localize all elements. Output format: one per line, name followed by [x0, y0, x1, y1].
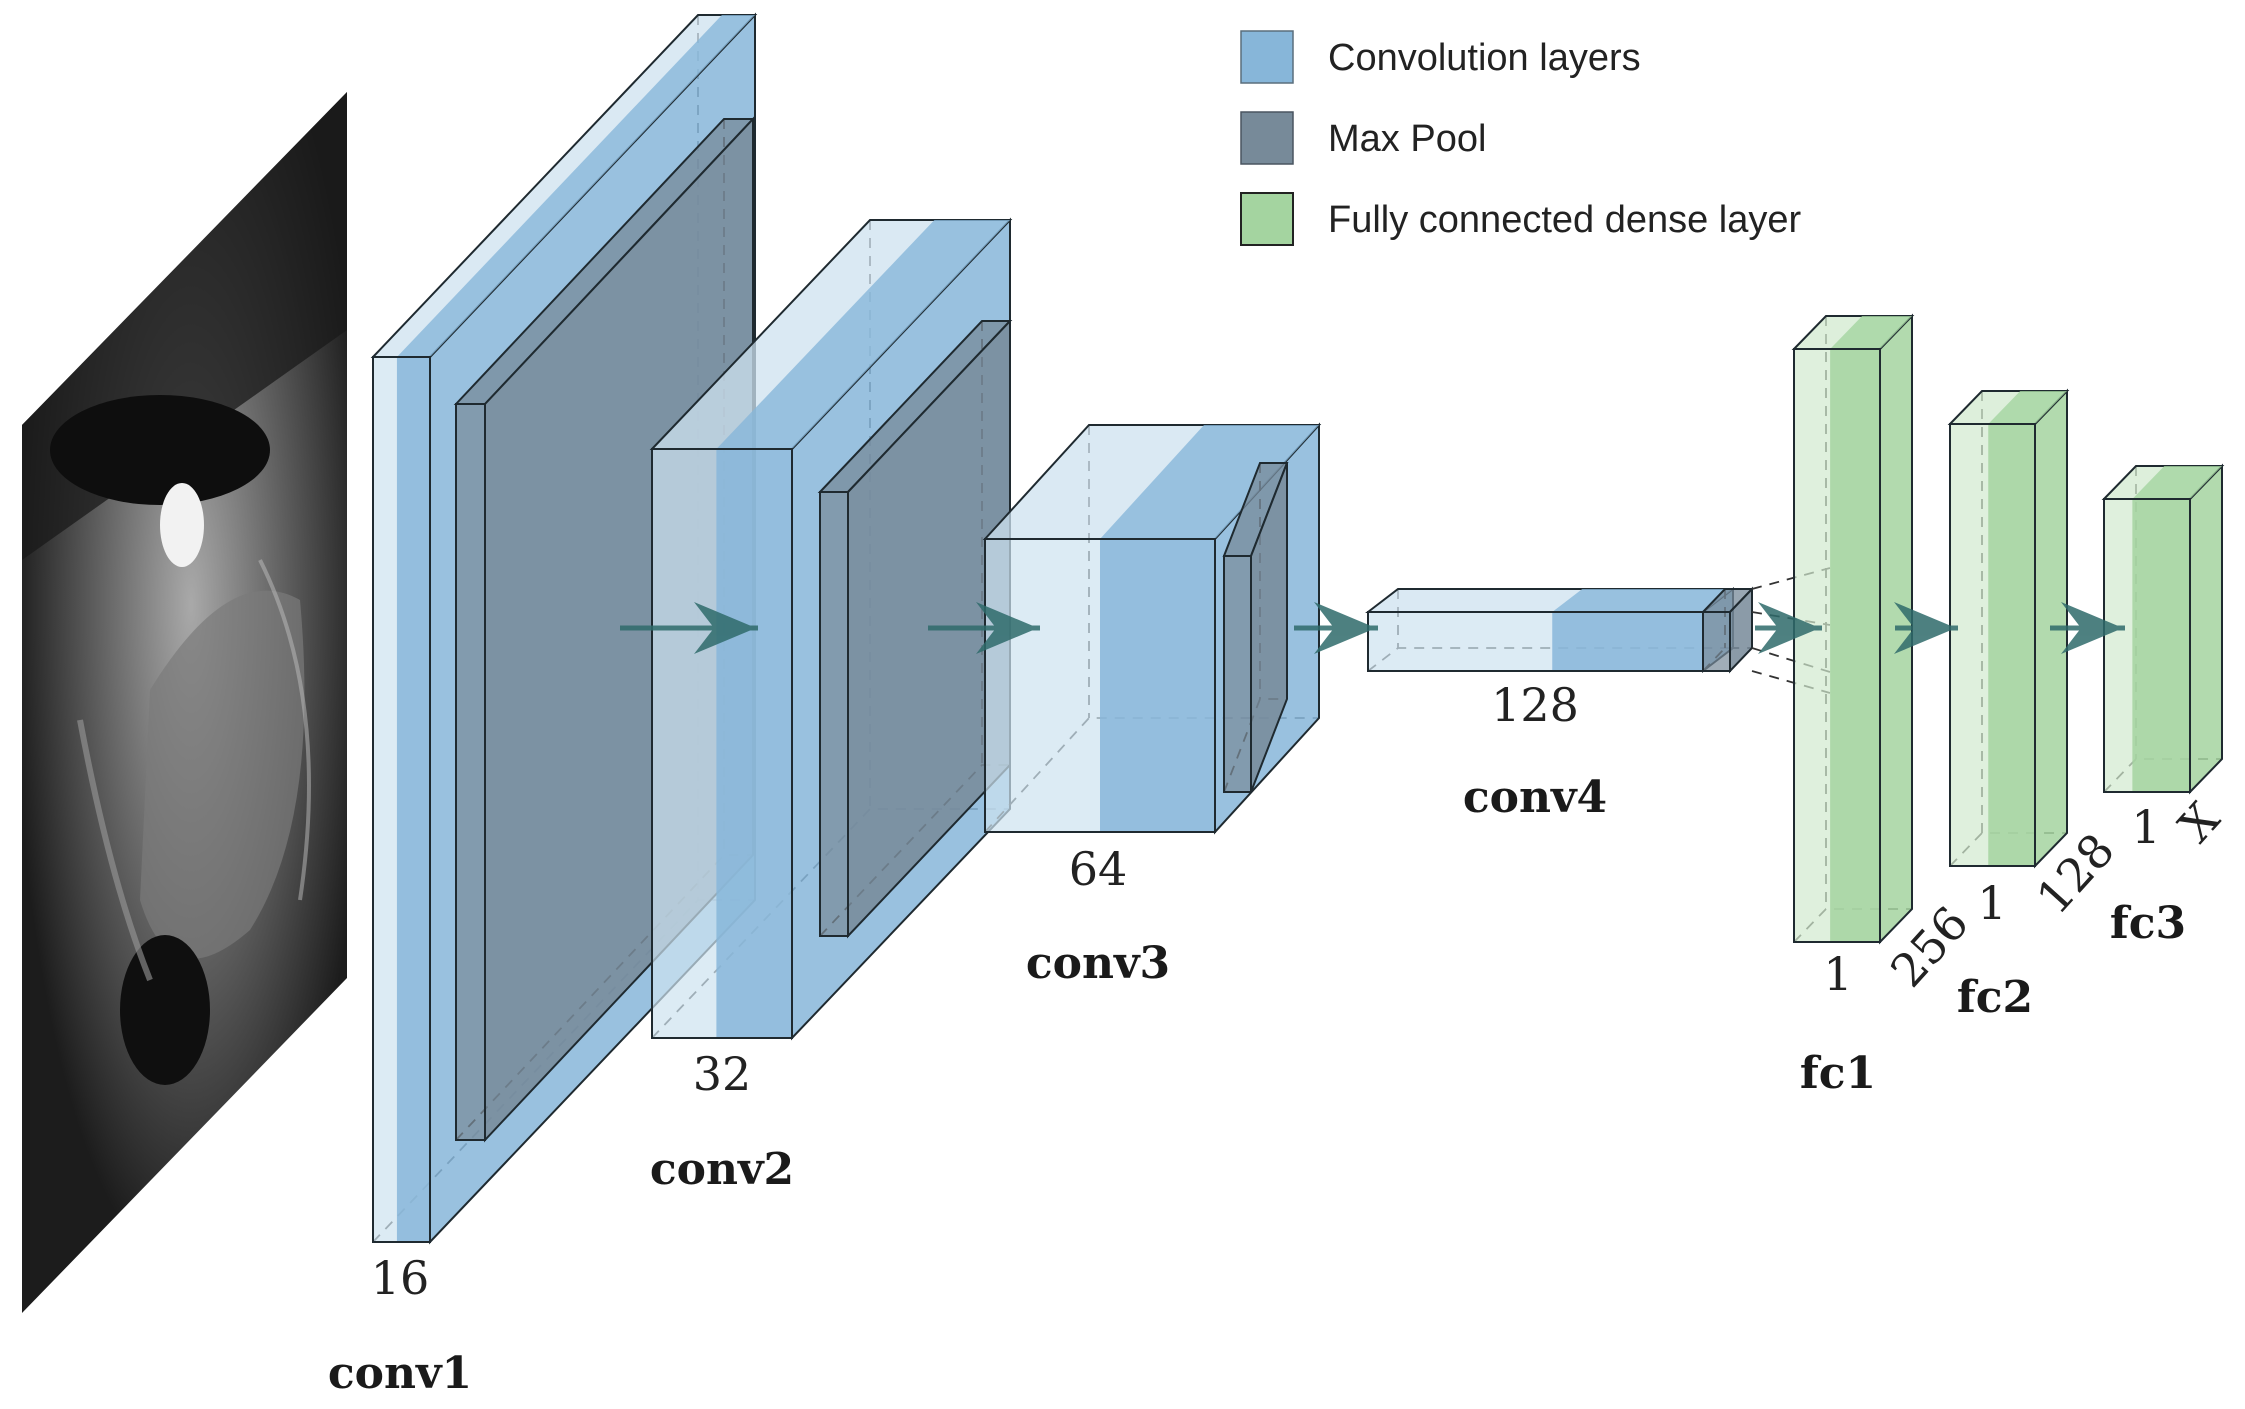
legend-label-maxpool: Max Pool: [1328, 118, 1486, 160]
conv4-pool-block: [1700, 586, 1755, 674]
fc3-block-side-face: [2189, 463, 2223, 795]
flatten-projection-line-2: [1751, 647, 1831, 673]
fc3-block-front-stripe: [2132, 499, 2190, 792]
arrow-conv2-conv3-head: [976, 602, 1038, 654]
fc2-block-top-stripe: [1988, 391, 2067, 424]
arrow-conv3-conv4-head: [1314, 602, 1376, 654]
conv4-name-label: conv4: [1463, 772, 1607, 823]
fc2-block-front-stripe: [1988, 424, 2035, 866]
arrow-fc1-fc2-head: [1894, 602, 1956, 654]
legend-swatch-maxpool: [1240, 111, 1294, 165]
arrow-conv1-conv2-head: [694, 602, 756, 654]
conv1-pool-block-front-face: [455, 403, 486, 1141]
conv3-block-front-outline: [984, 538, 1216, 833]
arrow-conv1-conv2: [620, 602, 758, 654]
fc1-name-label: fc1: [1800, 1048, 1876, 1099]
conv2-block-top-stripe: [716, 220, 1010, 449]
fc1-block-front-stripe: [1830, 349, 1880, 942]
conv4-block-top-stripe: [1552, 589, 1733, 612]
conv1-block-front-outline: [372, 356, 431, 1243]
conv2-block-front-outline: [651, 448, 793, 1039]
conv3-name-label: conv3: [1026, 938, 1170, 989]
fc3-width-label: 1: [2131, 800, 2160, 854]
conv1-channel-label: 16: [371, 1251, 430, 1305]
fc1-block-front-outline: [1793, 348, 1881, 943]
layer-blocks: [370, 12, 2225, 1245]
fc2-width-label: 1: [1977, 876, 2006, 930]
conv2-block-front-stripe: [716, 449, 792, 1038]
flatten-projection-line-3: [1751, 670, 1831, 694]
conv4-channel-label: 128: [1491, 678, 1579, 732]
conv4-pool-block-front-face: [1702, 611, 1731, 672]
fc3-name-label: fc3: [2110, 898, 2186, 949]
fc3-depth-label: X: [2168, 792, 2230, 853]
arrow-conv4-fc1: [1755, 602, 1822, 654]
conv3-block-front-stripe: [1100, 539, 1215, 832]
flow-arrows: [620, 602, 2125, 654]
conv1-block-top-stripe: [396, 15, 755, 357]
conv3-channel-label: 64: [1069, 842, 1128, 896]
arrow-conv2-conv3: [928, 602, 1040, 654]
fc3-block-front-outline: [2103, 498, 2191, 793]
fc3-block-top-stripe: [2132, 466, 2222, 499]
conv4-block-front-stripe: [1552, 612, 1703, 671]
legend-label-dense: Fully connected dense layer: [1328, 199, 1802, 241]
input-image: [22, 92, 347, 1313]
arrow-conv3-conv4: [1294, 602, 1378, 654]
conv1-name-label: conv1: [328, 1348, 472, 1399]
fc2-block-front-outline: [1949, 423, 2036, 867]
fc3-block: [2101, 463, 2225, 795]
conv3-pool-block: [1222, 462, 1289, 793]
conv3-block-top-stripe: [1100, 425, 1319, 539]
legend-label-convolution: Convolution layers: [1328, 37, 1641, 79]
fc1-width-label: 1: [1823, 947, 1852, 1001]
fc2-block: [1947, 388, 2070, 869]
fc1-block-top-stripe: [1830, 316, 1912, 349]
conv2-pool-block-front-face: [819, 491, 849, 937]
fc2-name-label: fc2: [1957, 972, 2033, 1023]
legend-swatch-dense: [1240, 192, 1294, 246]
conv1-block-front-stripe: [396, 357, 430, 1242]
arrow-fc2-fc3-head: [2061, 602, 2123, 654]
flatten-projection-line-0: [1751, 567, 1831, 590]
legend: Convolution layers Max Pool Fully connec…: [1240, 30, 1802, 246]
conv2-name-label: conv2: [650, 1144, 794, 1195]
conv3-pool-block-front-face: [1223, 555, 1252, 793]
arrow-conv4-fc1-head: [1758, 602, 1820, 654]
legend-swatch-convolution: [1240, 30, 1294, 84]
conv4-block: [1365, 586, 1736, 674]
arrow-fc1-fc2: [1894, 602, 1958, 654]
conv2-channel-label: 32: [693, 1047, 752, 1101]
arrow-fc2-fc3: [2050, 602, 2125, 654]
